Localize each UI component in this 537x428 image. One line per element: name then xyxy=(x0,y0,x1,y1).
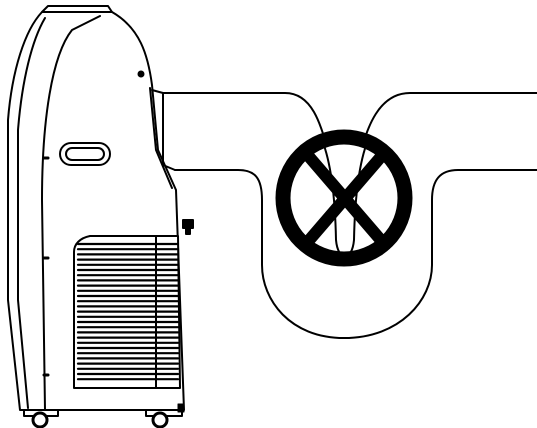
drain-plug-icon xyxy=(182,219,194,229)
exhaust-outlet xyxy=(151,89,176,171)
top-bevel xyxy=(41,5,113,13)
drain-plug-stem xyxy=(185,227,191,235)
grille-slats xyxy=(76,242,180,381)
screw-icon xyxy=(137,70,145,78)
front-cover-inner xyxy=(17,17,46,409)
rear-panel-line xyxy=(149,87,173,189)
front-caster-wheel xyxy=(31,411,49,428)
handle-outer xyxy=(59,142,111,166)
prohibition-x-stroke-2 xyxy=(299,146,391,251)
handle-inner xyxy=(65,147,105,161)
intake-grille xyxy=(73,235,181,389)
casters xyxy=(23,403,185,428)
rear-caster-wheel xyxy=(151,411,169,428)
front-panel-edge xyxy=(41,15,101,411)
rear-foot xyxy=(177,403,185,413)
prohibition-icon xyxy=(275,129,413,267)
